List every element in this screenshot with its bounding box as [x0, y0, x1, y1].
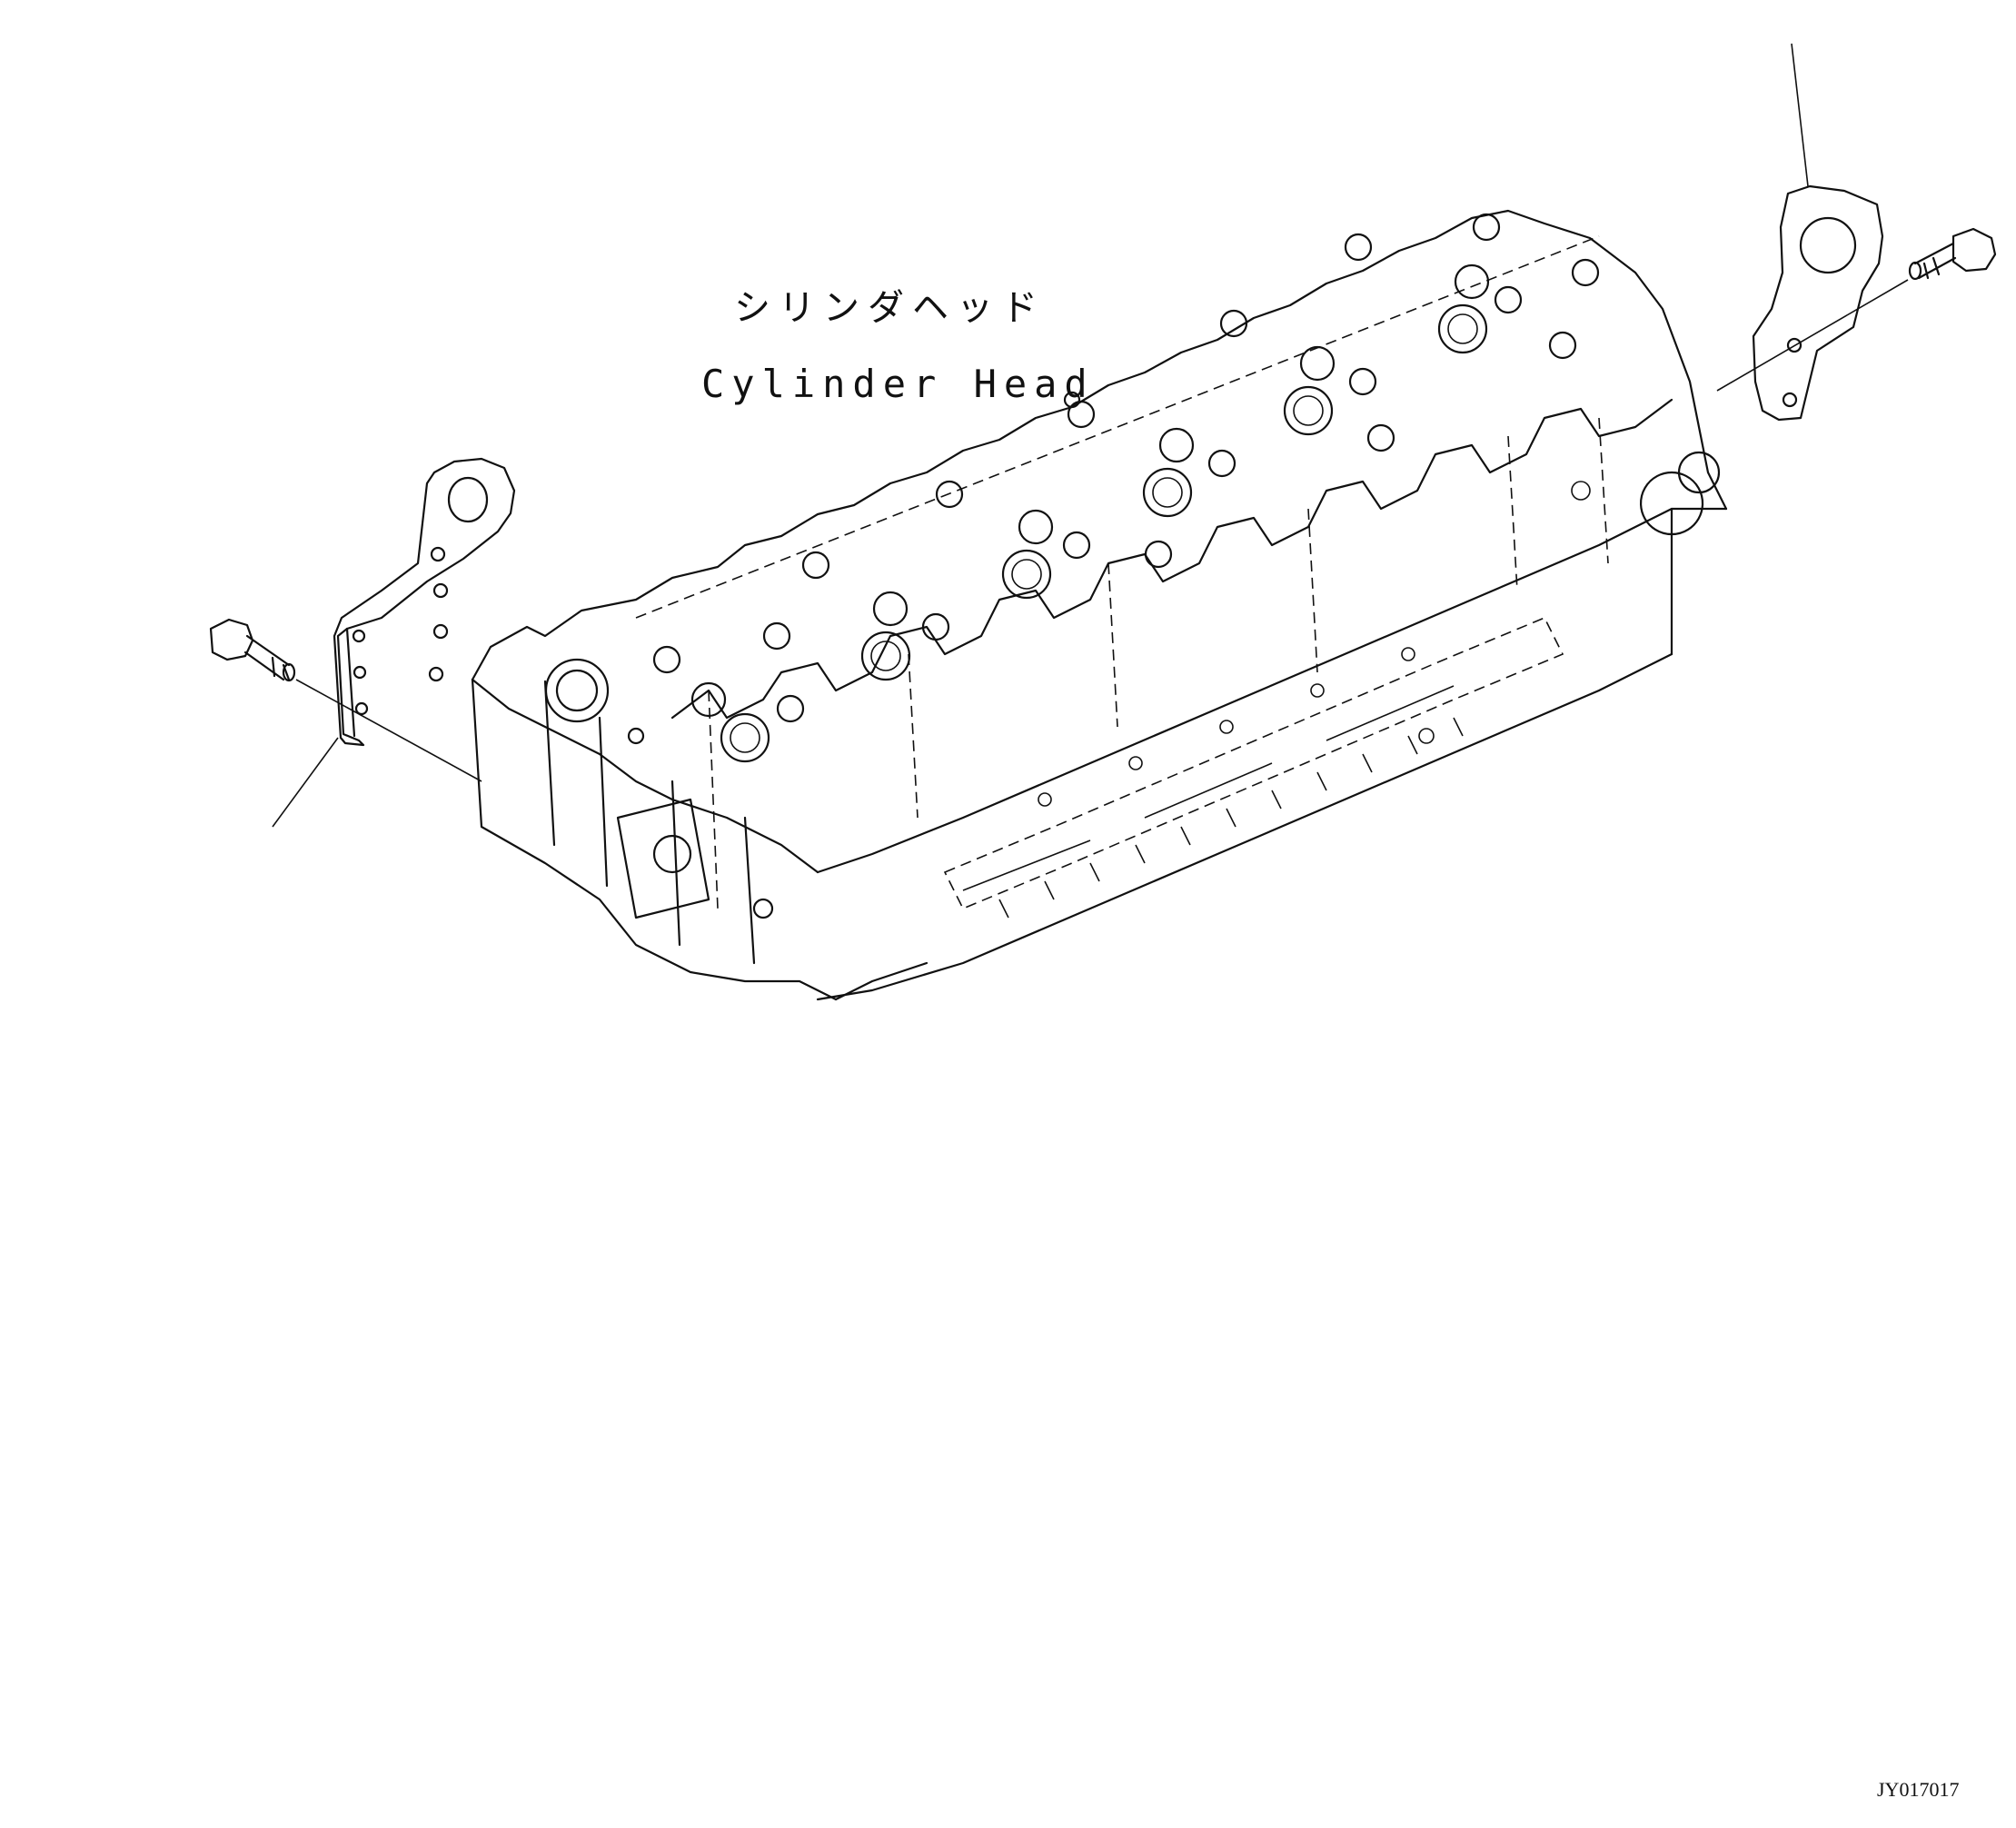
left-bolt: [209, 618, 482, 782]
left-lifting-bracket: [333, 457, 516, 747]
part-name-english: Cylinder Head: [701, 362, 1095, 406]
part-name-japanese: シリンダヘッド: [734, 287, 1046, 329]
cylinder-head: [471, 209, 1728, 1001]
left-leader-line: [272, 737, 339, 828]
right-lifting-bracket: [1752, 184, 1884, 422]
head-bolts: [627, 213, 1600, 745]
right-leader-line: [1791, 43, 1809, 187]
reference-code: JY017017: [1877, 1778, 1960, 1801]
valve-ports: [690, 263, 1523, 763]
right-bolt: [1716, 227, 1997, 392]
